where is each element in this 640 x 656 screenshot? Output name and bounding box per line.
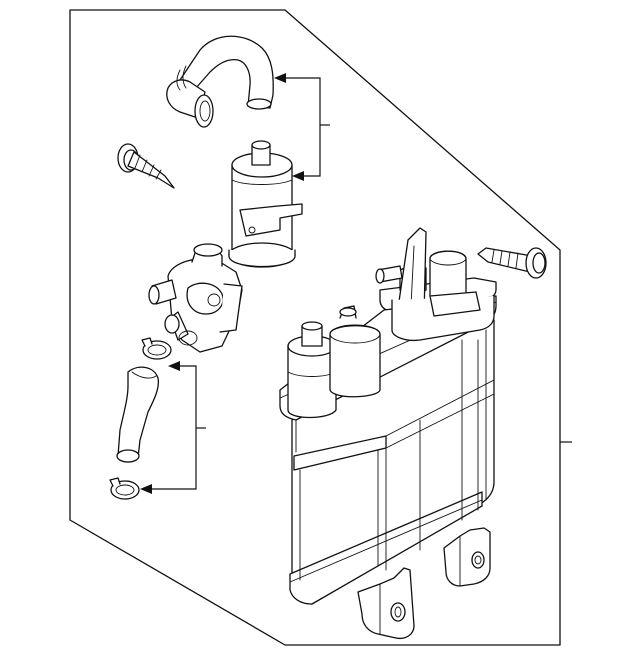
- assembly-frame: [69, 9, 561, 646]
- hose-clamp-lower: [109, 477, 140, 500]
- charcoal-canister: [279, 227, 497, 640]
- purge-valve: [148, 243, 243, 353]
- mounting-screw-right: [477, 247, 547, 279]
- leader-filter-group: [274, 73, 330, 181]
- connecting-hose: [116, 366, 160, 463]
- mounting-screw-left: [117, 143, 175, 189]
- leader-clamp-group: [140, 361, 206, 494]
- filter-canister: [228, 140, 303, 268]
- hose-clamp-upper: [141, 337, 172, 360]
- vent-hose: [166, 35, 274, 128]
